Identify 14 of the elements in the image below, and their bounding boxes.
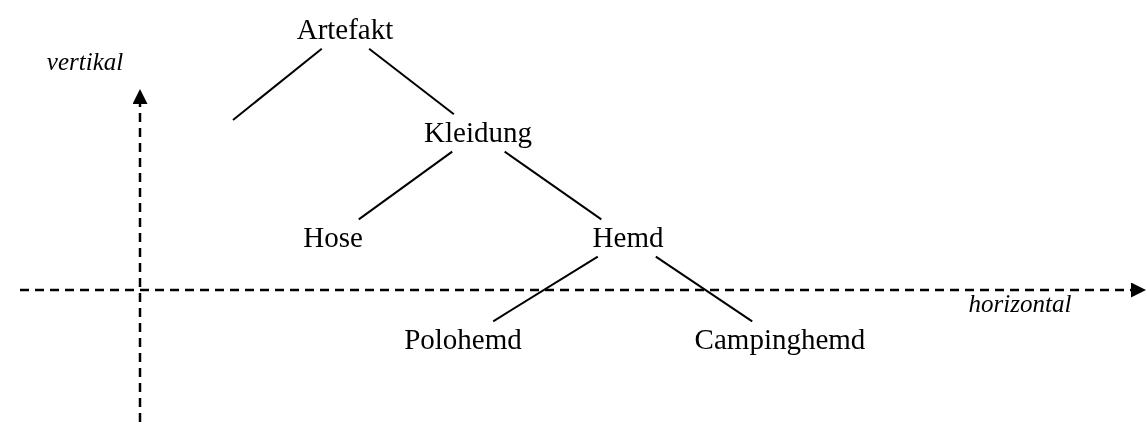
term-label: Hose (303, 221, 363, 255)
connector-line (492, 255, 599, 323)
connector-line (357, 150, 454, 221)
axis-label: horizontal (968, 290, 1072, 318)
connector-line (503, 150, 603, 221)
term-label: Artefakt (296, 13, 394, 47)
term-label: Hemd (592, 221, 664, 255)
connector-line (654, 255, 754, 323)
axis-label: vertikal (46, 48, 124, 76)
term-label: Kleidung (424, 116, 532, 150)
connector-line (368, 47, 455, 116)
term-label: Campinghemd (694, 323, 866, 357)
connector-line (232, 47, 323, 121)
term-label: Polohemd (404, 323, 522, 357)
